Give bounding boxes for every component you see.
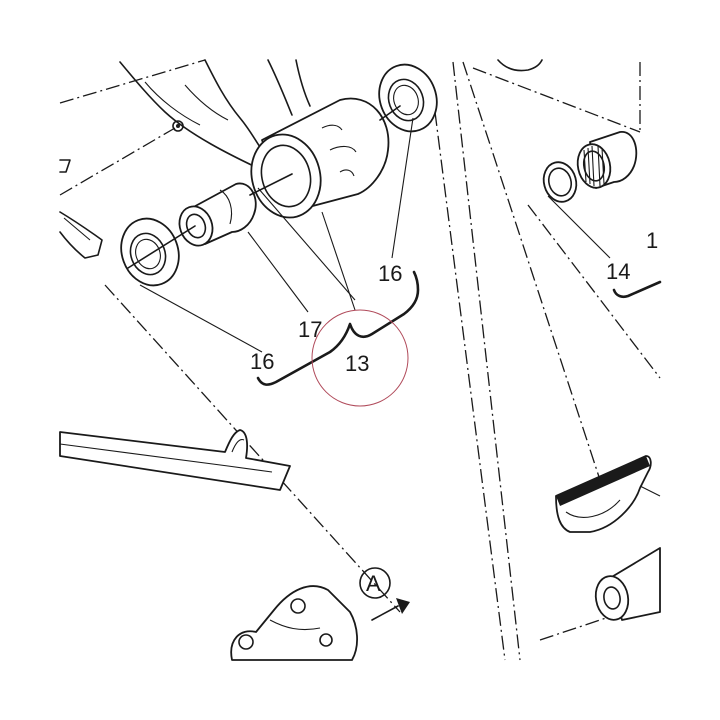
pivot-axis-line [127,105,401,269]
ring-fragment-top [497,59,543,72]
view-a-label: A [366,571,381,596]
left-edge-fragments [59,159,103,259]
chain-slider [59,429,291,491]
callout-13: 13 [345,351,369,376]
bracket-right [612,280,662,299]
view-a-marker: A [359,567,410,621]
callout-17: 17 [298,317,322,342]
callout-16-upper: 16 [378,261,402,286]
seal-16-upper [378,63,438,133]
dash-dot-guide-lines [59,59,661,661]
needle-bearing [576,131,638,189]
shaft-lower-right [594,547,661,621]
thrust-washer-14 [542,161,578,203]
callout-14: 14 [606,259,630,284]
assembly-bracket [256,270,420,386]
chain-guide-pad [555,455,661,533]
bottom-bracket-part [230,585,358,661]
highlight-circle [311,309,409,407]
seal-16-lower [120,217,180,287]
leader-lines [139,117,611,353]
pivot-housing [250,97,390,219]
callout-1-partial: 1 [646,228,658,253]
collar-17 [178,182,257,247]
callout-16-lower: 16 [250,349,274,374]
swingarm-casting [119,59,311,171]
